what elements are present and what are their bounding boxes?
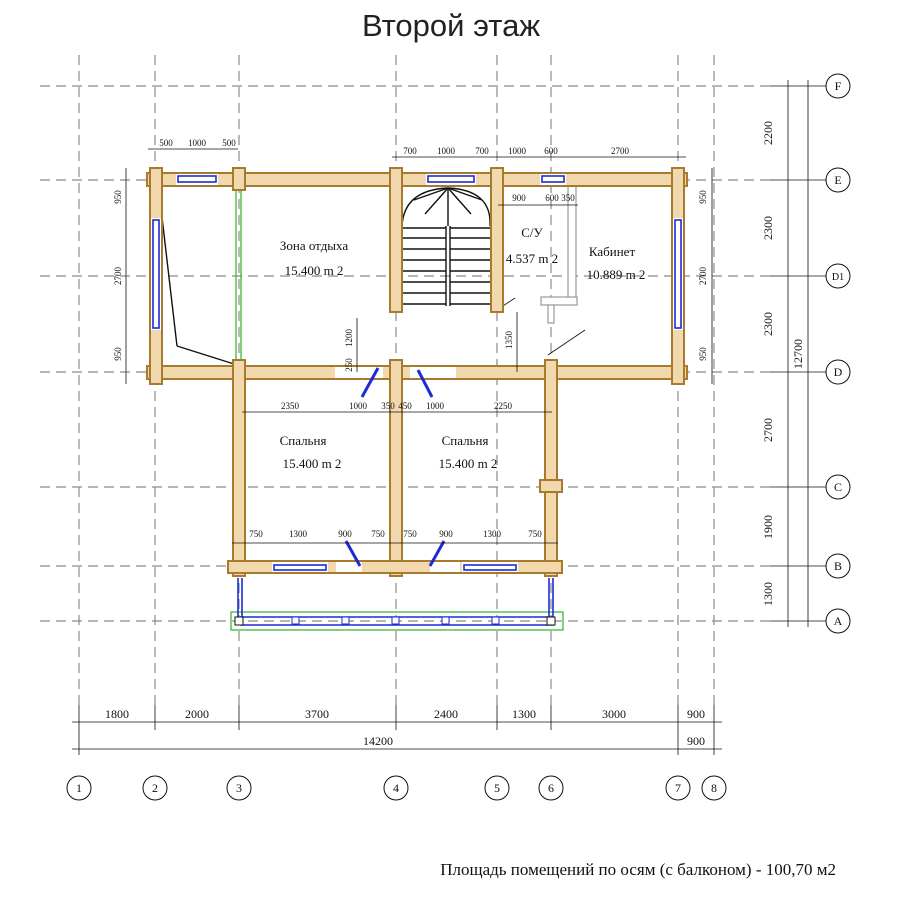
dim-text: 3700	[305, 707, 329, 721]
axis-label-x: 4	[393, 781, 399, 795]
axis-label-x: 8	[711, 781, 717, 795]
axis-label-x: 5	[494, 781, 500, 795]
balcony	[234, 578, 556, 626]
dim-text: 750	[403, 529, 417, 539]
dim-text: 350	[381, 401, 395, 411]
dim-text: 900	[512, 193, 526, 203]
dim-text: 750	[249, 529, 263, 539]
dim-text: 2200	[761, 121, 775, 145]
dim-text: 750	[528, 529, 542, 539]
dim-text: 700	[475, 146, 489, 156]
axis-label-x: 2	[152, 781, 158, 795]
room-name: Зона отдыха	[280, 238, 349, 253]
dim-text: 2300	[761, 216, 775, 240]
doors	[344, 367, 446, 567]
dim-text: 600	[545, 193, 559, 203]
dim-text: 2250	[494, 401, 513, 411]
dim-text: 12700	[791, 339, 805, 369]
dim-text: 900	[338, 529, 352, 539]
axis-label-y: C	[834, 480, 842, 494]
dim-text: 950	[698, 347, 708, 361]
dim-text: 2700	[611, 146, 630, 156]
dim-text: 1300	[483, 529, 502, 539]
dim-text: 2700	[698, 267, 708, 286]
dim-text: 1900	[761, 515, 775, 539]
dim-text: 1300	[512, 707, 536, 721]
bathroom-fixtures	[502, 184, 586, 356]
dim-text: 1300	[289, 529, 308, 539]
dim-text: 2300	[761, 312, 775, 336]
dim-text: 750	[371, 529, 385, 539]
axis-label-y: B	[834, 559, 842, 573]
room-area: 10.889 m 2	[587, 267, 646, 282]
area-summary-footer: Площадь помещений по осям (с балконом) -…	[440, 860, 836, 879]
axis-label-x: 7	[675, 781, 681, 795]
axis-markers-x: 1 2 3 4 5 6 7 8	[66, 775, 727, 801]
room-area: 4.537 m 2	[506, 251, 558, 266]
dim-text: 350	[561, 193, 575, 203]
dim-text: 2700	[761, 418, 775, 442]
axis-label-y: D1	[832, 272, 844, 283]
dim-text: 1000	[437, 146, 456, 156]
dim-text: 450	[398, 401, 412, 411]
dim-text: 950	[113, 190, 123, 204]
dim-text: 500	[159, 138, 173, 148]
dim-text: 1300	[761, 582, 775, 606]
room-name: С/У	[521, 225, 543, 240]
dim-text: 600	[544, 146, 558, 156]
dim-text: 1350	[504, 331, 514, 350]
page-title: Второй этаж	[361, 8, 541, 43]
dim-text: 1800	[105, 707, 129, 721]
dim-text: 950	[698, 190, 708, 204]
staircase	[401, 187, 491, 306]
dim-text: 2000	[185, 707, 209, 721]
axis-label-y: D	[834, 365, 843, 379]
dim-text: 2400	[434, 707, 458, 721]
dim-text: 2350	[281, 401, 300, 411]
dim-text: 1200	[344, 329, 354, 348]
room-area: 15.400 m 2	[285, 263, 344, 278]
dim-text: 900	[687, 734, 705, 748]
dim-text: 1000	[508, 146, 527, 156]
axis-label-x: 3	[236, 781, 242, 795]
dim-text: 2700	[113, 267, 123, 286]
axis-label-x: 1	[76, 781, 82, 795]
dim-text: 1000	[349, 401, 368, 411]
dim-text: 900	[439, 529, 453, 539]
dim-text: 500	[222, 138, 236, 148]
dim-text: 1000	[426, 401, 445, 411]
room-name: Спальня	[442, 433, 489, 448]
dim-text: 900	[687, 707, 705, 721]
room-area: 15.400 m 2	[283, 456, 342, 471]
axis-label-y: F	[835, 79, 842, 93]
dimension-texts-plan: 500 1000 500 700 1000 700 1000 600 2700 …	[113, 138, 708, 539]
dim-text: 950	[113, 347, 123, 361]
axis-label-y: A	[834, 614, 843, 628]
dim-text: 3000	[602, 707, 626, 721]
room-labels: Зона отдыха 15.400 m 2 С/У 4.537 m 2 Каб…	[280, 225, 646, 471]
dim-text: 1000	[188, 138, 207, 148]
dimension-texts-bottom: 1800 2000 3700 2400 1300 3000 900 14200 …	[105, 707, 705, 748]
dim-text: 14200	[363, 734, 393, 748]
dimension-texts-right: 2200 2300 2300 2700 1900 1300 12700	[761, 121, 805, 606]
dimension-lines	[72, 80, 809, 755]
axis-label-y: E	[834, 173, 841, 187]
dim-text: 700	[403, 146, 417, 156]
axis-label-x: 6	[548, 781, 554, 795]
room-name: Спальня	[280, 433, 327, 448]
dim-text: 250	[344, 358, 354, 372]
axis-markers-y: F E D1 D C B A	[770, 73, 851, 634]
windows	[152, 175, 682, 571]
room-area: 15.400 m 2	[439, 456, 498, 471]
room-name: Кабинет	[589, 244, 636, 259]
